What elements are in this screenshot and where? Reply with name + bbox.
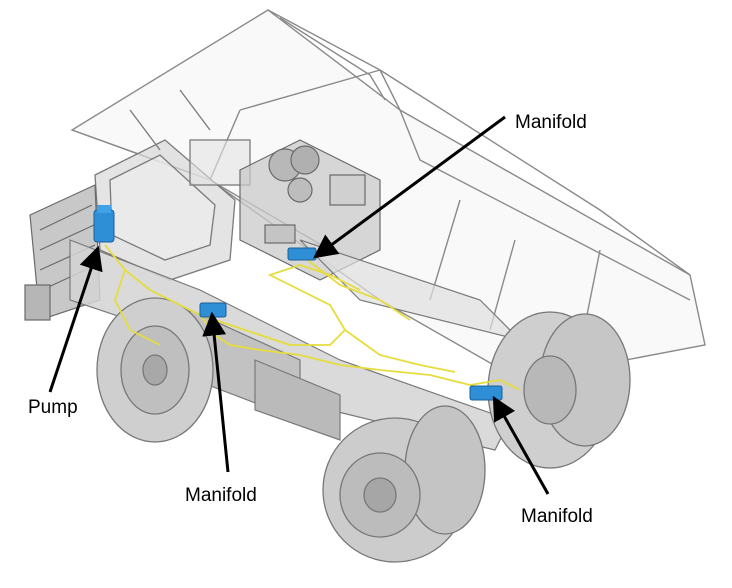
- manifold-top-unit: [287, 247, 317, 261]
- lube-harness: [104, 244, 521, 393]
- leader-manifold-mid: [202, 311, 230, 473]
- manifold-right-unit: [469, 385, 503, 401]
- engine: [239, 139, 381, 281]
- leader-pump: [48, 245, 103, 393]
- manifold-top-label: Manifold: [515, 112, 587, 133]
- rear-tires: [487, 311, 631, 469]
- leader-manifold-right: [492, 395, 550, 495]
- leader-manifold-top: [313, 115, 506, 259]
- manifold-right-label: Manifold: [521, 506, 593, 527]
- manifold-mid-label: Manifold: [185, 485, 257, 506]
- cab: [94, 89, 251, 281]
- pump-label: Pump: [28, 397, 78, 418]
- front-left-tire: [96, 297, 214, 443]
- front-right-tire: [322, 405, 486, 563]
- pump-unit: [93, 205, 115, 243]
